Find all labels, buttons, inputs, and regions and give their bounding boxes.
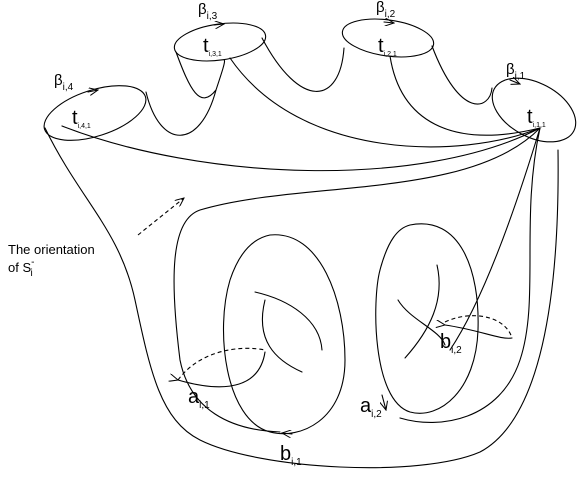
curve-a-2-arrow [382,394,386,410]
flow-curve-1 [61,125,541,172]
beta-2-arrow [383,22,394,23]
flow-curve-3 [173,127,541,433]
t-1-label: ti,1,1 [527,106,546,129]
orientation-arrow [137,198,184,236]
flow-curve-4 [399,127,541,423]
b-1-label: bi,1 [280,443,302,468]
b-2-label: bi,2 [440,331,462,356]
web-2-1 [431,45,493,105]
a-1-label: ai,1 [188,386,210,411]
handle-left-hole-upper [254,291,323,351]
t-4-label: ti,4,1 [72,107,91,130]
boundary-circle-1 [491,77,577,143]
t-3-label: ti,3,1 [203,35,222,58]
beta-3-arrow [213,24,224,25]
boundary-circle-3 [173,22,267,62]
orientation-note-line2: of S-i [8,257,34,279]
handle-right-hole-upper [404,264,440,359]
flow-curve-2 [229,57,541,148]
neck-2-right [389,55,541,136]
flow-curve-5 [449,127,541,351]
curve-b-2-front [445,325,513,339]
curve-a-1-back [177,347,266,381]
curve-b-1-arrow [282,433,293,434]
web-3-2 [261,37,345,92]
t-2-label: ti,2,1 [378,35,397,58]
web-4-3 [145,59,226,136]
handle-left-hole-lower [261,299,303,373]
curve-b-2-back [444,315,513,339]
handle-right-outer [375,223,479,414]
curve-a-1-front [178,351,266,388]
beta-3-label: βi,3 [198,1,218,22]
beta-4-arrow [87,90,98,92]
handle-right-hole-lower [397,299,446,346]
beta-1-label: βi,1 [506,61,526,82]
boundary-circle-4 [43,85,147,141]
beta-1-arrow [509,80,520,84]
surface-outline [44,127,559,469]
orientation-note-line1: The orientation [8,242,95,257]
handle-left-outer [222,234,346,435]
neck-3-left [175,51,217,99]
a-2-label: ai,2 [360,395,382,420]
beta-4-label: βi,4 [54,72,74,93]
beta-2-label: βi,2 [376,0,396,20]
